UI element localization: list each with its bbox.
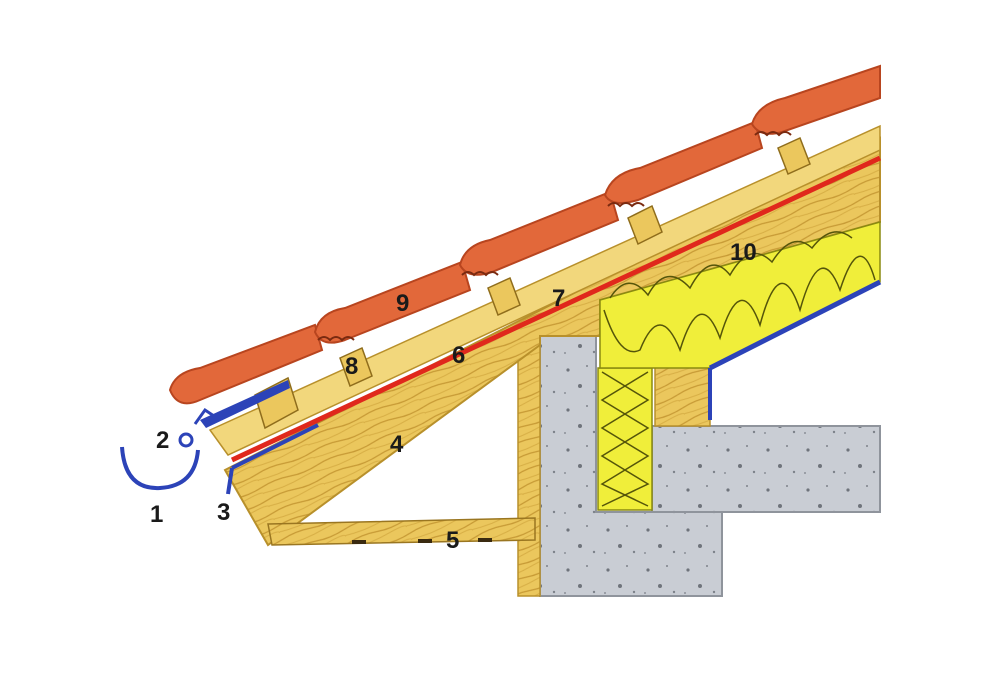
gutter-clip (178, 432, 194, 448)
vapour-barrier (708, 279, 882, 371)
concrete-slab (651, 425, 881, 513)
tile-nibs (317, 131, 792, 342)
label-1: 1 (150, 501, 163, 528)
label-4: 4 (390, 431, 404, 458)
soffit-board (267, 517, 536, 546)
underlay-membrane (230, 155, 882, 463)
roof-tiles (168, 64, 881, 405)
tile-4 (603, 120, 764, 205)
eaves-flashing (200, 380, 290, 428)
tile-5 (750, 64, 881, 135)
label-9: 9 (396, 290, 409, 317)
label-10: 10 (730, 239, 757, 266)
wall-insulation (597, 367, 653, 511)
label-3: 3 (217, 499, 230, 526)
label-2: 2 (156, 427, 169, 454)
label-5: 5 (446, 527, 459, 554)
label-6: 6 (452, 342, 465, 369)
ceiling-wood-block (654, 365, 711, 427)
gutter-bracket (193, 407, 215, 425)
gutter (120, 446, 200, 491)
wall-plate-post (517, 337, 541, 597)
part-labels: 1 2 3 4 5 6 7 8 9 10 (150, 239, 757, 554)
tile-2 (313, 260, 472, 344)
drip-edge (226, 423, 319, 495)
label-8: 8 (345, 353, 358, 380)
label-7: 7 (552, 285, 565, 312)
soffit-vents (352, 538, 492, 544)
